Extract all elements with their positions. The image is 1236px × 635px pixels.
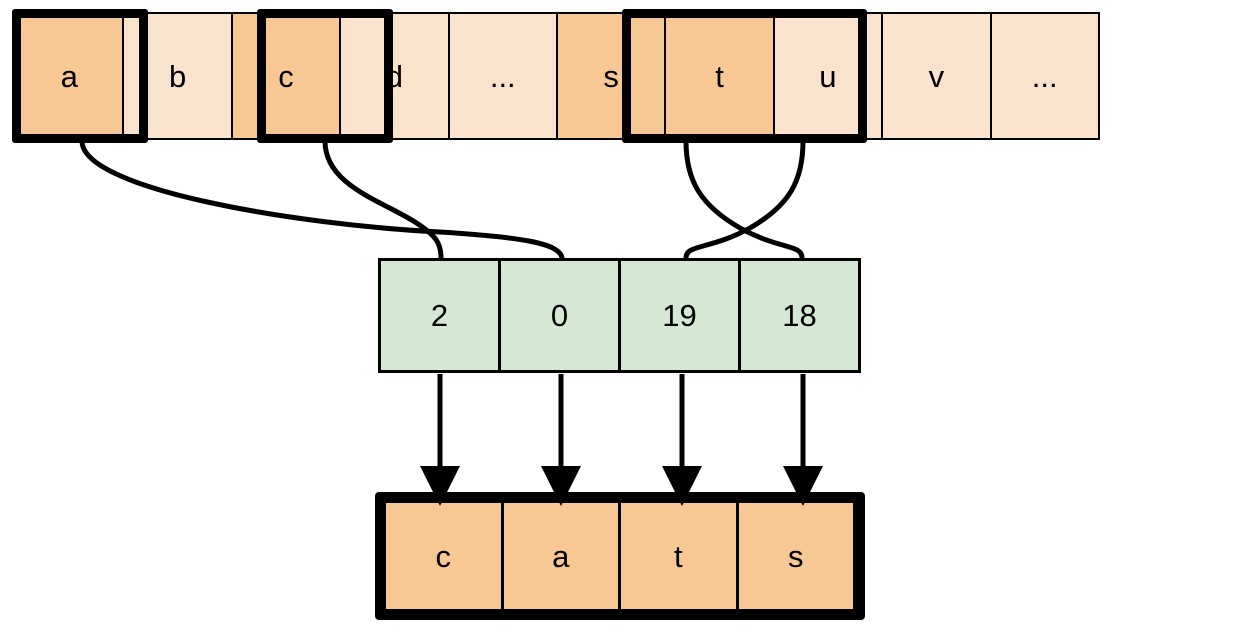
alphabet-cell-t[interactable]: t — [664, 12, 775, 140]
result-cell-label: s — [788, 538, 804, 574]
alphabet-cell-label: b — [168, 58, 187, 94]
index-cell-label: 2 — [430, 298, 449, 333]
index-row: 2 0 19 18 — [378, 258, 862, 373]
alphabet-cell-u[interactable]: u — [772, 12, 884, 140]
result-cell-label: t — [673, 538, 683, 574]
result-cell-c[interactable]: c — [383, 500, 504, 612]
curve-c-to-2 — [322, 138, 444, 261]
curve-t-to-19 — [683, 138, 806, 261]
index-cell-18[interactable]: 18 — [738, 258, 861, 373]
alphabet-row: a b c d ... s t u v ... — [14, 12, 1228, 140]
alphabet-cell-ellipsis-1[interactable]: ... — [447, 12, 558, 140]
alphabet-cell-d[interactable]: d — [339, 12, 450, 140]
alphabet-cell-c[interactable]: c — [230, 12, 342, 140]
alphabet-cell-label: ... — [1031, 58, 1058, 94]
index-cell-label: 19 — [662, 298, 697, 333]
alphabet-cell-label: u — [819, 58, 837, 94]
alphabet-cell-label: d — [385, 58, 403, 94]
index-cell-label: 18 — [782, 298, 817, 333]
alphabet-cell-s[interactable]: s — [555, 12, 667, 140]
result-cell-a[interactable]: a — [500, 500, 621, 612]
index-cell-label: 0 — [550, 298, 569, 333]
alphabet-cell-a[interactable]: a — [14, 12, 125, 140]
curve-s-to-18 — [683, 138, 805, 261]
alphabet-cell-label: v — [928, 58, 945, 94]
result-cell-label: a — [552, 538, 570, 574]
result-cell-label: c — [435, 538, 452, 574]
alphabet-cell-ellipsis-2[interactable]: ... — [989, 12, 1100, 140]
curve-a-to-0 — [79, 138, 565, 261]
alphabet-cell-label: s — [603, 58, 619, 94]
result-cell-t[interactable]: t — [618, 500, 739, 612]
alphabet-cell-label: c — [278, 58, 294, 94]
result-row: c a t s — [383, 500, 857, 612]
alphabet-cell-label: a — [60, 58, 78, 94]
index-cell-19[interactable]: 19 — [618, 258, 741, 373]
index-cell-2[interactable]: 2 — [378, 258, 501, 373]
alphabet-cell-v[interactable]: v — [881, 12, 992, 140]
alphabet-cell-label: ... — [489, 58, 516, 94]
alphabet-cell-label: t — [715, 58, 724, 94]
index-cell-0[interactable]: 0 — [498, 258, 621, 373]
alphabet-cell-b[interactable]: b — [122, 12, 233, 140]
result-cell-s[interactable]: s — [735, 500, 856, 612]
